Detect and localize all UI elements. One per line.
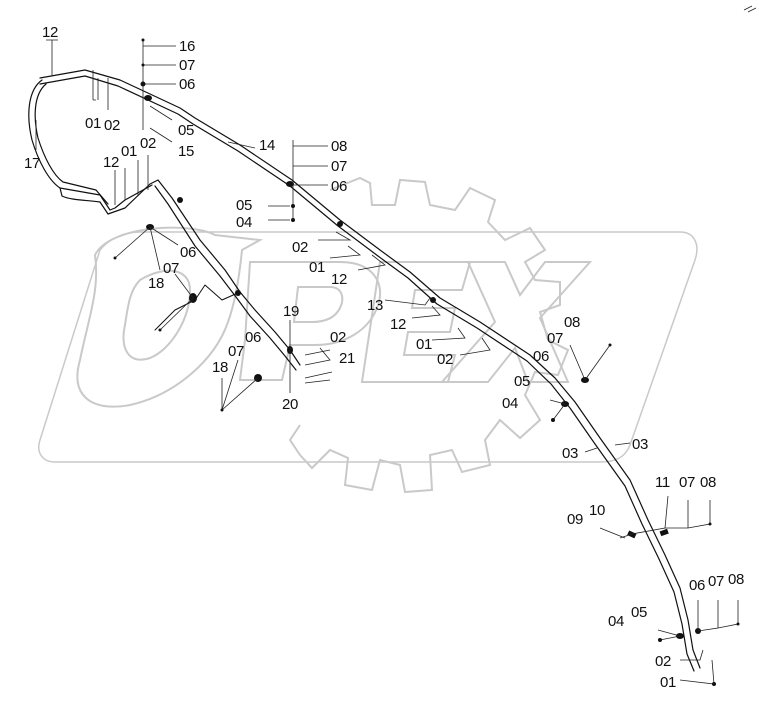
- label-02a: 02: [104, 117, 120, 134]
- clamp-6: [286, 181, 294, 187]
- label-06a: 06: [179, 76, 195, 93]
- label-11: 11: [655, 474, 670, 491]
- label-05a: 05: [178, 122, 194, 139]
- watermark-frame: [38, 231, 698, 463]
- label-04b: 04: [502, 395, 518, 412]
- main-pipe-outer: [39, 69, 701, 669]
- label-12c: 12: [331, 271, 347, 288]
- label-07b: 07: [331, 158, 347, 175]
- watermark-gear: [299, 176, 570, 494]
- label-02c: 02: [292, 239, 308, 256]
- clamp-14: [177, 197, 183, 203]
- watermark-letter-o: [76, 226, 264, 408]
- label-06f: 06: [689, 577, 705, 594]
- label-16: 16: [179, 38, 195, 55]
- clamp-7: [337, 221, 343, 227]
- label-01e: 01: [660, 674, 676, 691]
- watermark-letter-e: [360, 261, 472, 383]
- label-02e: 02: [437, 351, 453, 368]
- clamp-16: [659, 528, 669, 537]
- clamp-8: [430, 297, 436, 303]
- label-01a: 01: [85, 115, 101, 132]
- label-07c: 07: [163, 260, 179, 277]
- label-10: 10: [589, 502, 605, 519]
- label-12d: 12: [390, 316, 406, 333]
- label-08d: 08: [728, 571, 744, 588]
- label-09: 09: [567, 511, 583, 528]
- label-20: 20: [282, 396, 298, 413]
- label-08b: 08: [564, 314, 580, 331]
- label-18a: 18: [148, 275, 164, 292]
- label-15: 15: [178, 143, 194, 160]
- label-19: 19: [283, 303, 299, 320]
- clamp-3: [235, 290, 241, 296]
- label-04a: 04: [236, 214, 252, 231]
- label-03b: 03: [632, 436, 648, 453]
- label-07a: 07: [179, 57, 195, 74]
- label-12a: 12: [42, 24, 58, 41]
- left-hook-pipe: [28, 79, 153, 211]
- branch-pipe-inner: [154, 185, 297, 371]
- branch-pipe-outer: [59, 179, 301, 366]
- label-12b: 12: [103, 154, 119, 171]
- label-06d: 06: [245, 329, 261, 346]
- label-01d: 01: [416, 336, 432, 353]
- label-21: 21: [339, 350, 355, 367]
- label-05d: 05: [631, 604, 647, 621]
- label-06c: 06: [180, 244, 196, 261]
- label-02f: 02: [655, 653, 671, 670]
- label-17: 17: [24, 155, 40, 172]
- leader-lines: [35, 5, 757, 686]
- label-08c: 08: [700, 474, 716, 491]
- main-pipe-inner: [39, 75, 695, 672]
- label-01c: 01: [309, 259, 325, 276]
- label-07e: 07: [547, 330, 563, 347]
- watermark-letter-p: [238, 261, 382, 381]
- label-08a: 08: [331, 138, 347, 155]
- label-13: 13: [367, 297, 383, 314]
- label-07f: 07: [679, 474, 695, 491]
- label-05b: 05: [236, 197, 252, 214]
- label-06e: 06: [533, 348, 549, 365]
- watermark-letter-x: [439, 261, 593, 383]
- label-01b: 01: [121, 143, 137, 160]
- part-labels: 12 16 07 06 01 02 05 15 17 14 12 01 02 0…: [24, 24, 744, 691]
- label-07d: 07: [228, 343, 244, 360]
- label-14: 14: [259, 137, 275, 154]
- label-04c: 04: [608, 613, 624, 630]
- left-hook-pipe-inner: [34, 83, 109, 205]
- pipes: [28, 69, 701, 672]
- label-05c: 05: [514, 373, 530, 390]
- label-02d: 02: [330, 329, 346, 346]
- link-pipe: [154, 284, 241, 331]
- label-06b: 06: [331, 178, 347, 195]
- watermark-logo: [38, 176, 698, 494]
- clamp-11: [144, 95, 152, 101]
- label-18b: 18: [212, 359, 228, 376]
- label-07g: 07: [708, 573, 724, 590]
- label-03a: 03: [562, 445, 578, 462]
- label-02b: 02: [140, 135, 156, 152]
